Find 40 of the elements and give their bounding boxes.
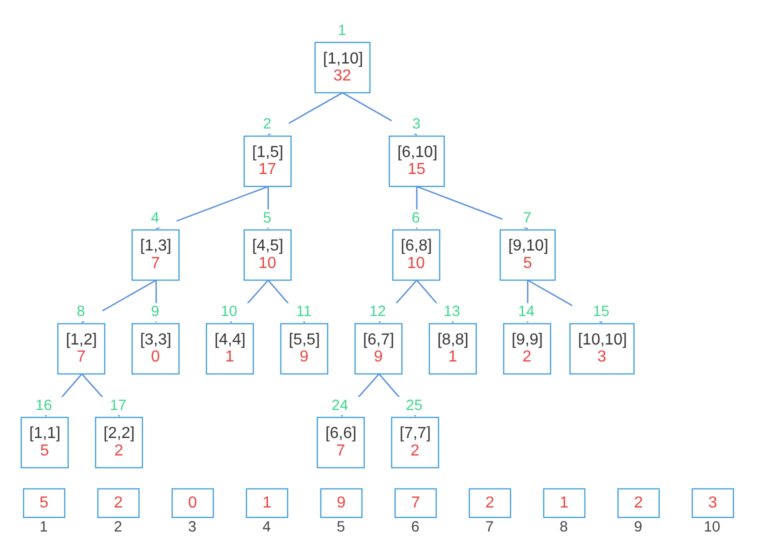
node-label: 24 xyxy=(332,397,348,414)
node-label: 5 xyxy=(336,519,346,536)
node-label: 14 xyxy=(518,304,534,320)
node-label: 1 xyxy=(40,519,48,536)
node-box: 9 xyxy=(320,488,362,518)
node-label: 25 xyxy=(406,397,422,414)
node-label: 4 xyxy=(151,210,160,226)
node-label: 7 xyxy=(523,210,532,226)
node-box: 1 xyxy=(543,488,586,518)
node-label: 12 xyxy=(369,304,386,320)
node-label: 11 xyxy=(296,304,312,320)
node-label: 2 xyxy=(263,116,272,132)
node-label: 15 xyxy=(592,304,610,320)
node-box: 2 xyxy=(97,488,140,518)
node-box: 2 xyxy=(617,488,660,518)
node-label: 13 xyxy=(444,304,460,320)
node-label: 8 xyxy=(76,304,85,320)
node-label: 16 xyxy=(36,397,52,414)
node-label: 1 xyxy=(338,22,346,38)
node-label: 6 xyxy=(411,519,420,536)
node-box: 2 xyxy=(468,488,512,518)
node-box: 0 xyxy=(172,488,214,518)
node-label: 9 xyxy=(151,304,160,320)
node-label: 17 xyxy=(110,397,126,414)
node-label: 8 xyxy=(560,519,568,536)
node-label: 4 xyxy=(262,519,271,536)
node-box: 5 xyxy=(22,488,66,518)
node-label: 6 xyxy=(412,210,420,226)
node-box: 3 xyxy=(692,488,734,518)
node-box: [1,10] 32 xyxy=(314,41,370,93)
node-label: 5 xyxy=(263,210,272,226)
node-label: 9 xyxy=(634,519,642,536)
node-label: 3 xyxy=(412,116,420,132)
node-label: 3 xyxy=(188,519,196,536)
node-label: 10 xyxy=(220,304,238,320)
node-box: 1 xyxy=(246,488,288,518)
node-label: 2 xyxy=(114,519,122,536)
node-box: 7 xyxy=(394,488,437,518)
node-label: 10 xyxy=(704,519,720,536)
node-label: 7 xyxy=(485,519,494,536)
